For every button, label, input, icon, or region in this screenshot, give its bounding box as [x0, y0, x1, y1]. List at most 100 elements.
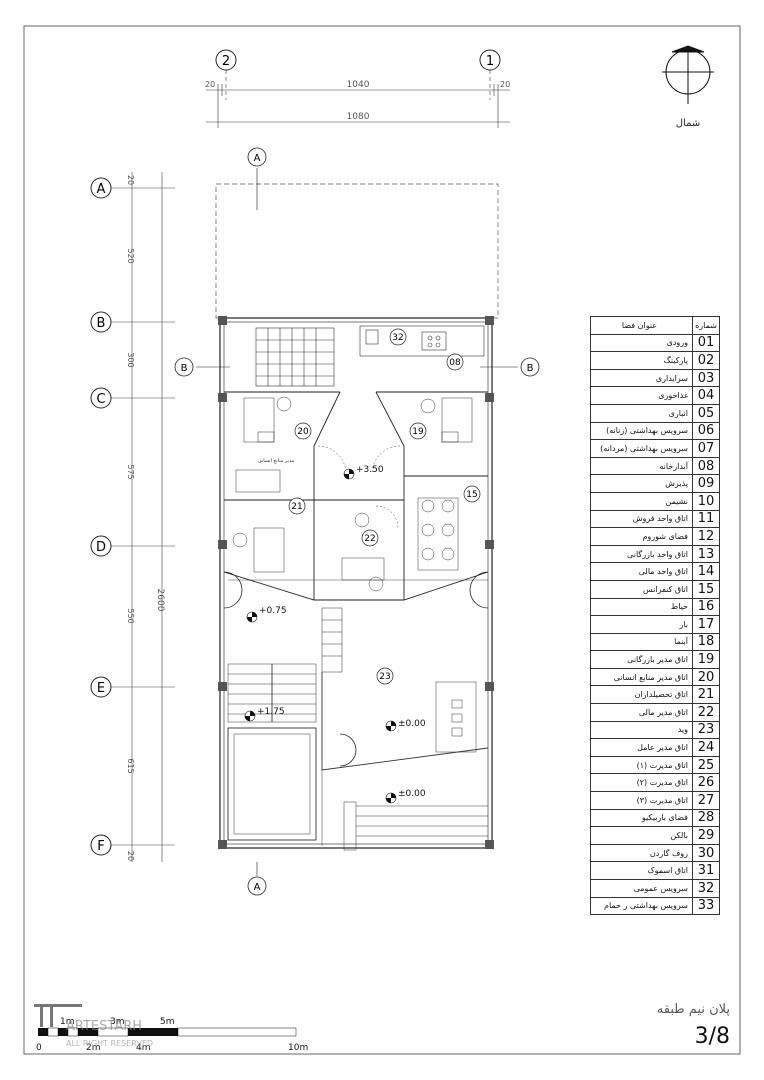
- legend-room-number: 04: [692, 386, 720, 405]
- north-label: شمال: [676, 118, 700, 129]
- sheet-number: 3/8: [694, 1024, 730, 1049]
- legend-room-name: اتاق مدیر منابع انسانی: [590, 667, 693, 687]
- legend-room-name: اتاق مدیر بازرگانی: [590, 650, 693, 669]
- legend-room-number: 02: [692, 351, 720, 370]
- section-markers: [174, 147, 540, 896]
- svg-text:+0.75: +0.75: [259, 606, 287, 616]
- legend-room-number: 01: [692, 333, 720, 353]
- grid-row-b: B: [90, 311, 175, 333]
- legend-room-number: 27: [692, 791, 720, 810]
- svg-text:550: 550: [126, 608, 135, 623]
- legend-row: سرویس بهداشتی (مردانه)07: [590, 439, 720, 458]
- legend-room-name: حیاط: [590, 597, 693, 617]
- left-dimension-lines: [131, 172, 163, 862]
- svg-text:5m: 5m: [160, 1017, 175, 1027]
- svg-text:D: D: [96, 540, 106, 555]
- room-tag-20: 20: [294, 422, 312, 440]
- furniture: [232, 396, 473, 592]
- legend-room-number: 08: [692, 456, 720, 476]
- room-tag-22: 22: [361, 529, 379, 547]
- svg-text:575: 575: [126, 464, 135, 479]
- svg-text:15: 15: [466, 490, 477, 500]
- stair-upper: [255, 327, 335, 387]
- central-stair: [321, 607, 343, 673]
- svg-text:ALL RIGHT RESERVED: ALL RIGHT RESERVED: [66, 1039, 153, 1048]
- legend-room-number: 29: [692, 826, 720, 845]
- svg-text:32: 32: [392, 333, 403, 343]
- legend-room-number: 24: [692, 738, 720, 757]
- legend-room-number: 14: [692, 562, 720, 581]
- left-dimensions: 20 520 300 575 550 615 20 2600: [126, 175, 165, 861]
- legend-room-name: اتاق مدیرت (۱): [590, 755, 693, 775]
- grid-column-1: 1: [479, 49, 501, 100]
- room-tag-08: 08: [446, 353, 464, 371]
- legend-room-name: فضای باربیکیو: [590, 808, 693, 828]
- svg-text:300: 300: [126, 352, 135, 367]
- brand-logo: ARTESTARH ALL RIGHT RESERVED: [34, 1004, 153, 1048]
- legend-room-name: اتاق کنفرانس: [590, 579, 693, 599]
- legend-room-name: اتاق واحد بازرگانی: [590, 544, 693, 564]
- legend-header-num: شماره: [692, 316, 720, 335]
- svg-text:+1.75: +1.75: [257, 707, 285, 717]
- legend-row: اتاق مدیرت (۲)26: [590, 773, 720, 793]
- level-markers: +3.50 +0.75 +1.75 ±0.00 ±0.00: [244, 465, 426, 804]
- dim-top-right: 20: [500, 80, 510, 89]
- svg-text:20: 20: [297, 427, 309, 437]
- room-tag-21: 21: [288, 497, 306, 515]
- legend-room-number: 26: [692, 773, 720, 793]
- grid-column-2: 2: [215, 49, 237, 100]
- section-b-right: B: [527, 363, 534, 374]
- legend-room-name: ورودی: [590, 333, 693, 353]
- legend-room-number: 33: [692, 896, 720, 916]
- level-075: +0.75: [246, 606, 287, 623]
- grid-row-a: A: [90, 177, 175, 199]
- legend-room-name: بار: [590, 615, 693, 634]
- room-note: مدیر منابع انسانی: [258, 458, 295, 464]
- svg-text:B: B: [97, 316, 106, 331]
- svg-text:0: 0: [36, 1043, 42, 1053]
- legend-room-name: اتاق مدیرت (۲): [590, 773, 693, 793]
- svg-text:520: 520: [126, 248, 135, 263]
- svg-text:±0.00: ±0.00: [398, 719, 426, 729]
- dim-top-inner: 1040: [347, 80, 370, 90]
- room-tag-23: 23: [376, 667, 394, 685]
- legend-room-name: سرویس عمومی: [590, 879, 693, 898]
- top-dimensions: [206, 84, 510, 128]
- svg-text:E: E: [97, 681, 105, 696]
- legend-room-number: 28: [692, 808, 720, 828]
- legend-room-name: اتاق اسموک: [590, 861, 693, 880]
- site-boundary: [215, 183, 499, 319]
- svg-text:10m: 10m: [288, 1043, 308, 1053]
- sheet-title: پلان نیم طبقه: [656, 1002, 730, 1017]
- scale-labels: 0 1m 2m 3m 4m 5m 10m: [36, 1017, 308, 1053]
- dim-top-left: 20: [205, 80, 215, 89]
- grid-row-c: C: [90, 387, 175, 409]
- room-tag-19: 19: [409, 422, 427, 440]
- lower-right-area: [321, 672, 489, 851]
- svg-text:2m: 2m: [86, 1043, 101, 1053]
- svg-text:±0.00: ±0.00: [398, 789, 426, 799]
- legend-header-name: عنوان فضا: [590, 316, 693, 335]
- legend-room-number: 06: [692, 421, 720, 441]
- legend-room-name: سرویس بهداشتی ر حمام: [590, 896, 693, 916]
- room-tags: 32 08 20 19 21 15 22 23: [288, 328, 481, 685]
- svg-text:A: A: [97, 182, 106, 197]
- legend-room-name: آبنما: [590, 632, 693, 652]
- svg-text:1: 1: [486, 54, 494, 69]
- legend-room-name: غذاخوری: [590, 386, 693, 405]
- svg-text:19: 19: [412, 427, 424, 437]
